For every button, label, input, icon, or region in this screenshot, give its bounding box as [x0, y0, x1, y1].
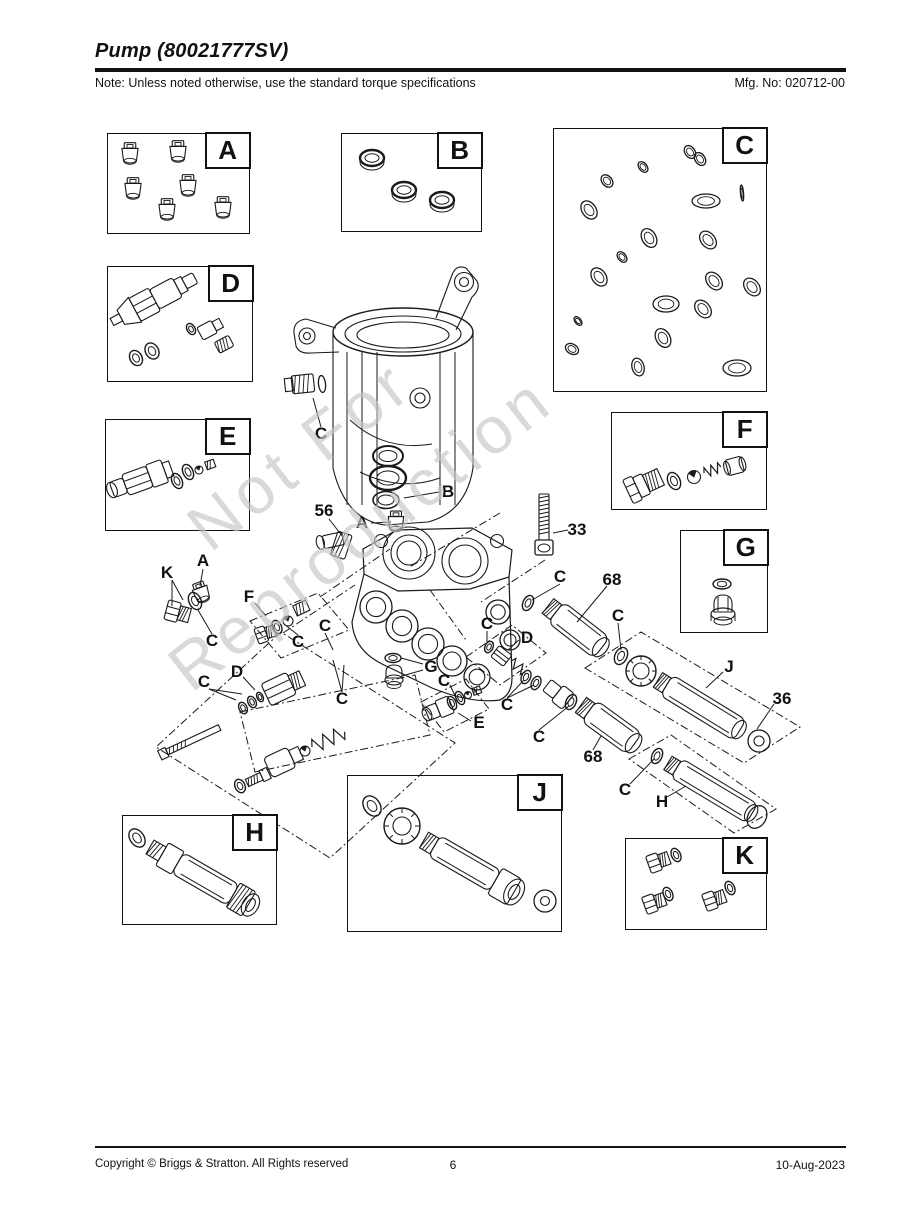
detail-box-b: B — [341, 132, 483, 232]
callout-a: A — [355, 513, 369, 532]
callout-c: C — [335, 689, 349, 708]
detail-box-h: H — [122, 814, 278, 925]
callout-e: E — [473, 713, 485, 732]
detail-box-label-d: D — [207, 265, 254, 303]
callout-c: C — [611, 606, 625, 625]
callout-j: J — [724, 657, 734, 676]
callout-f: F — [243, 587, 255, 606]
mfg-number: Mfg. No: 020712-00 — [734, 76, 846, 90]
detail-box-label-k: K — [721, 837, 768, 875]
callout-c: C — [500, 695, 514, 714]
callout-c: C — [314, 424, 328, 443]
callout-d: D — [230, 662, 244, 681]
footer-copyright: Copyright © Briggs & Stratton. All Right… — [95, 1158, 349, 1170]
callout-a: A — [196, 551, 210, 570]
detail-box-label-e: E — [204, 418, 251, 456]
detail-box-label-a: A — [204, 132, 251, 170]
callout-b: B — [441, 482, 455, 501]
detail-box-e: E — [105, 418, 251, 531]
callout-33: 33 — [567, 520, 587, 539]
footer-rule — [95, 1146, 846, 1148]
callout-c: C — [532, 727, 546, 746]
detail-box-f: F — [611, 411, 768, 510]
detail-box-label-g: G — [722, 529, 769, 567]
callout-h: H — [655, 792, 669, 811]
callout-36: 36 — [772, 689, 792, 708]
callout-c: C — [318, 616, 332, 635]
callout-g: G — [424, 657, 438, 676]
detail-box-j: J — [347, 774, 563, 932]
detail-box-label-h: H — [231, 814, 278, 852]
callout-68: 68 — [602, 570, 622, 589]
detail-box-label-j: J — [516, 774, 563, 812]
callout-c: C — [553, 567, 567, 586]
callout-56: 56 — [314, 501, 334, 520]
callout-c: C — [618, 780, 632, 799]
detail-box-k: K — [625, 837, 768, 930]
detail-box-c: C — [553, 127, 768, 392]
callout-68: 68 — [583, 747, 603, 766]
callout-c: C — [291, 632, 305, 651]
callout-c: C — [197, 672, 211, 691]
callout-c: C — [480, 614, 494, 633]
callout-c: C — [437, 671, 451, 690]
callout-d: D — [520, 628, 534, 647]
torque-note: Note: Unless noted otherwise, use the st… — [95, 76, 476, 90]
detail-box-label-c: C — [721, 127, 768, 165]
callout-c: C — [205, 631, 219, 650]
detail-box-a: A — [107, 132, 251, 234]
callout-k: K — [160, 563, 174, 582]
footer-page-number: 6 — [449, 1158, 457, 1172]
detail-box-label-f: F — [721, 411, 768, 449]
detail-box-d: D — [107, 265, 254, 382]
detail-box-g: G — [680, 529, 769, 633]
footer-date: 10-Aug-2023 — [775, 1158, 845, 1172]
header-rule — [95, 68, 846, 72]
detail-box-label-b: B — [436, 132, 483, 170]
page-title: Pump (80021777SV) — [95, 40, 289, 62]
